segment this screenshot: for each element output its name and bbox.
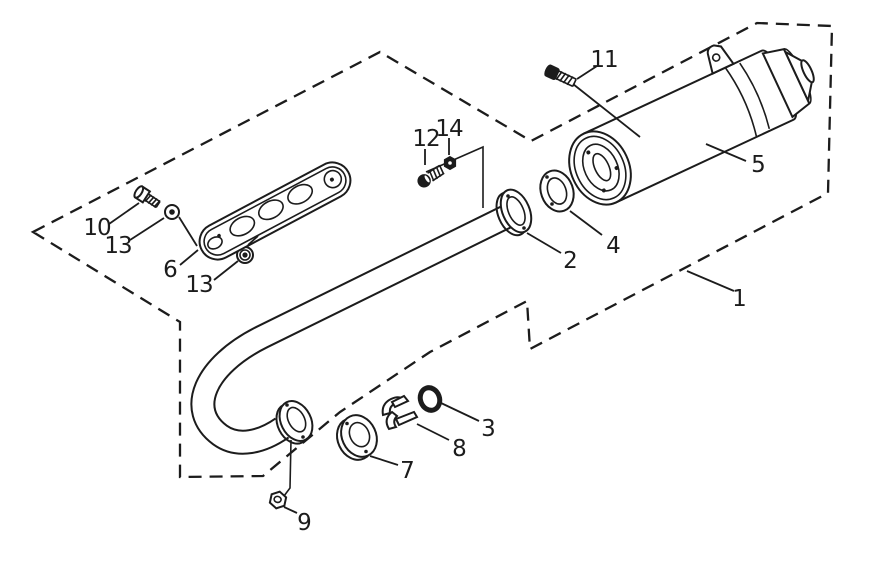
small-hex-nut <box>443 155 457 171</box>
leader-7 <box>369 455 399 466</box>
leader-10 <box>108 202 140 225</box>
washer-upper <box>164 204 180 220</box>
leader-5 <box>705 143 747 162</box>
assembly-boundary-outline <box>30 21 834 479</box>
shield-bolt <box>133 185 161 209</box>
leader-6 <box>179 249 199 266</box>
flange-nut <box>268 490 288 510</box>
exhaust-pipe <box>190 201 520 497</box>
muffler-band-line <box>724 67 758 138</box>
callout-4: 4 <box>606 233 620 259</box>
leader-4 <box>569 210 603 236</box>
muffler-body <box>568 44 815 206</box>
muffler-band-line <box>739 62 771 129</box>
leader-9 <box>283 506 298 514</box>
washer2-to-plate-line <box>247 235 259 246</box>
mount-corner-line <box>425 145 484 208</box>
muffler-hanger-tab <box>706 44 735 75</box>
callout-7: 7 <box>400 458 414 484</box>
muffler-tail-tip <box>800 59 815 84</box>
muffler-gasket <box>539 169 575 213</box>
leader-3 <box>440 402 480 422</box>
stud-screw <box>417 164 445 188</box>
callout-5: 5 <box>751 152 765 178</box>
leader-2 <box>526 232 562 254</box>
pipe-outlet-flange <box>275 400 314 445</box>
callout-12: 12 <box>412 126 439 152</box>
callout-14: 14 <box>435 116 463 142</box>
callout-9: 9 <box>297 510 311 536</box>
callout-6: 6 <box>163 257 177 283</box>
callout-2: 2 <box>563 248 577 274</box>
clamp-halves <box>381 394 419 431</box>
leader-8 <box>416 423 450 441</box>
callout-13-upper: 13 <box>104 233 131 259</box>
pipe-inlet-flange <box>495 188 533 237</box>
leader-11 <box>572 65 641 138</box>
clamp-lower-half <box>385 410 399 431</box>
flange-bracket-line <box>283 439 292 497</box>
leader-1 <box>686 270 735 292</box>
o-ring <box>417 385 443 413</box>
callout-10: 10 <box>83 215 111 241</box>
heat-shield-plate <box>198 161 352 261</box>
callout-13-lower: 13 <box>185 272 212 298</box>
callout-11: 11 <box>590 47 617 73</box>
outlet-ring <box>336 414 378 461</box>
callout-labels: 1 2 3 4 5 6 7 8 9 10 11 12 13 13 14 <box>83 47 765 536</box>
leader-lines <box>108 65 747 514</box>
washer-to-plate-line <box>178 216 198 247</box>
callout-1: 1 <box>732 286 746 312</box>
callout-3: 3 <box>481 416 495 442</box>
clamp-upper-half <box>381 396 405 417</box>
leader-13-lower <box>213 260 239 281</box>
leader-13-upper <box>129 217 165 241</box>
muffler-mount-bolt <box>544 64 577 88</box>
callout-8: 8 <box>452 436 466 462</box>
